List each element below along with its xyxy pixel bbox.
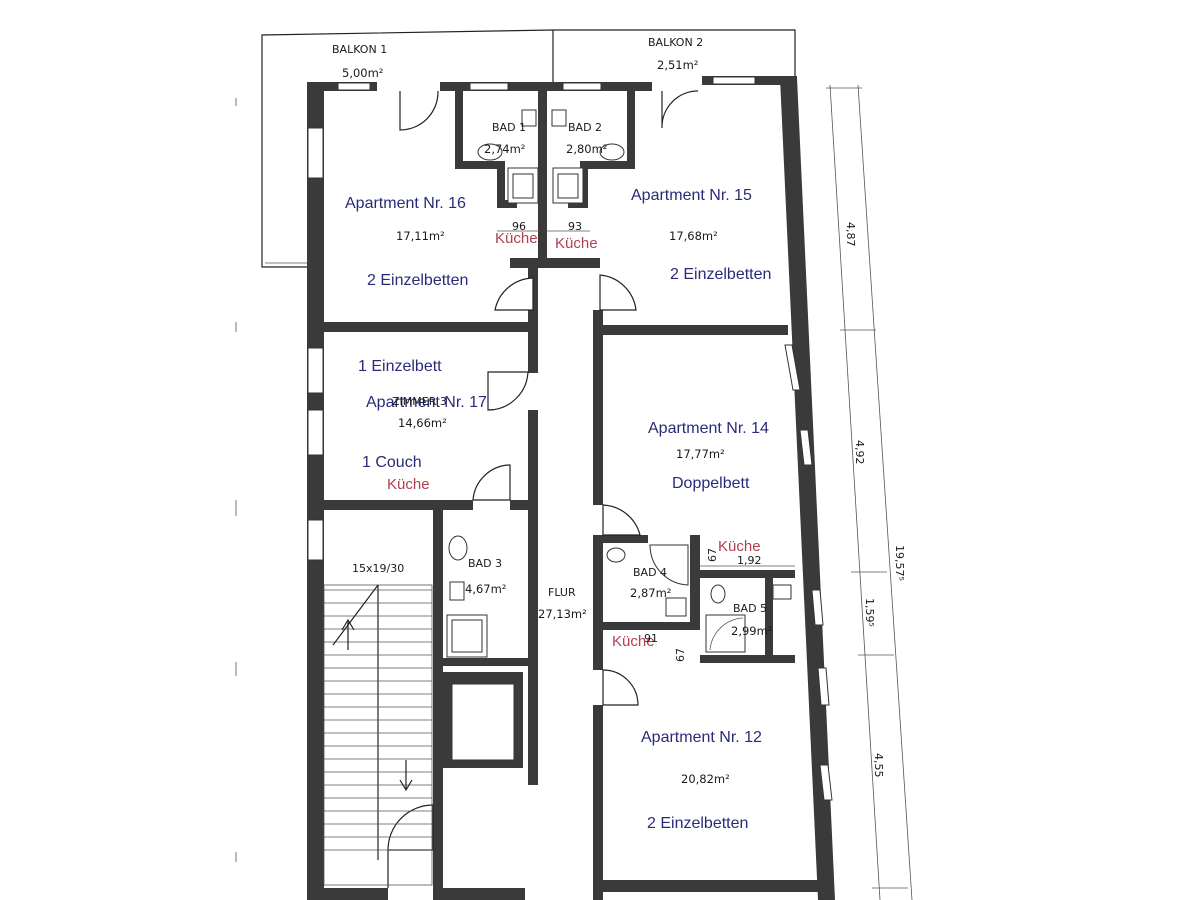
bad-3-area: 4,67m² <box>465 582 506 596</box>
balcony-2-name: BALKON 2 <box>648 36 703 49</box>
apartment-15-beds: 2 Einzelbetten <box>670 266 771 283</box>
apartment-15-name: Apartment Nr. 15 <box>631 187 752 204</box>
corridor-area: 27,13m² <box>538 607 587 621</box>
apartment-17-kitchen: Küche <box>387 476 430 493</box>
walls <box>307 76 835 900</box>
apartment-17-area: 14,66m² <box>398 416 447 430</box>
bad-2-area: 2,80m² <box>566 142 607 156</box>
balcony-outline <box>261 29 796 268</box>
apartment-16-kitchen: Küche <box>495 230 538 247</box>
balcony-2-area: 2,51m² <box>657 58 698 72</box>
balcony-1-area: 5,00m² <box>342 66 383 80</box>
apartment-15-area: 17,68m² <box>669 229 718 243</box>
sanitary-fixtures <box>446 109 792 658</box>
apartment-14-beds: Doppelbett <box>672 475 750 492</box>
dim-1-59: 1,59⁵ <box>863 598 876 627</box>
apartment-14-name: Apartment Nr. 14 <box>648 420 769 437</box>
apartment-12-area: 20,82m² <box>681 772 730 786</box>
apartment-17-couch: 1 Couch <box>362 454 422 471</box>
bad-4-name: BAD 4 <box>633 566 667 579</box>
apartment-16-name: Apartment Nr. 16 <box>345 195 466 212</box>
dim-91: 91 <box>644 632 658 645</box>
apartment-16-area: 17,11m² <box>396 229 445 243</box>
staircase <box>323 584 433 886</box>
dimension-lines <box>497 84 913 900</box>
apartment-12-beds: 2 Einzelbetten <box>647 815 748 832</box>
bad-5-area: 2,99m² <box>731 624 772 638</box>
corridor-name: FLUR <box>548 586 576 599</box>
doors <box>387 90 699 888</box>
dim-4-55: 4,55 <box>872 753 885 778</box>
stairs-label: 15x19/30 <box>352 562 404 575</box>
dim-67-lower: 67 <box>674 648 687 662</box>
bad-5-name: BAD 5 <box>733 602 767 615</box>
dim-4-87: 4,87 <box>844 222 857 247</box>
apartment-17-bed: 1 Einzelbett <box>358 358 442 375</box>
dim-96: 96 <box>512 220 526 233</box>
apartment-12-kitchen: Küche <box>612 633 655 650</box>
balcony-1-name: BALKON 1 <box>332 43 387 56</box>
dim-total: 19,57⁵ <box>893 545 906 581</box>
bad-1-name: BAD 1 <box>492 121 526 134</box>
bad-3-name: BAD 3 <box>468 557 502 570</box>
bad-2-name: BAD 2 <box>568 121 602 134</box>
apartment-17-name: Apartment Nr. 17 <box>366 394 487 411</box>
apartment-17-overlay: ZIMMER 3 <box>392 395 447 408</box>
apartment-15-kitchen: Küche <box>555 235 598 252</box>
apartment-14-area: 17,77m² <box>676 447 725 461</box>
dim-67-upper: 67 <box>706 548 719 562</box>
bad-4-area: 2,87m² <box>630 586 671 600</box>
dim-1-92: 1,92 <box>737 554 762 567</box>
windows <box>307 76 833 801</box>
apartment-14-kitchen: Küche <box>718 538 761 555</box>
dim-4-92: 4,92 <box>853 440 866 465</box>
apartment-12-name: Apartment Nr. 12 <box>641 729 762 746</box>
bad-1-area: 2,74m² <box>484 142 525 156</box>
dim-93: 93 <box>568 220 582 233</box>
apartment-16-beds: 2 Einzelbetten <box>367 272 468 289</box>
